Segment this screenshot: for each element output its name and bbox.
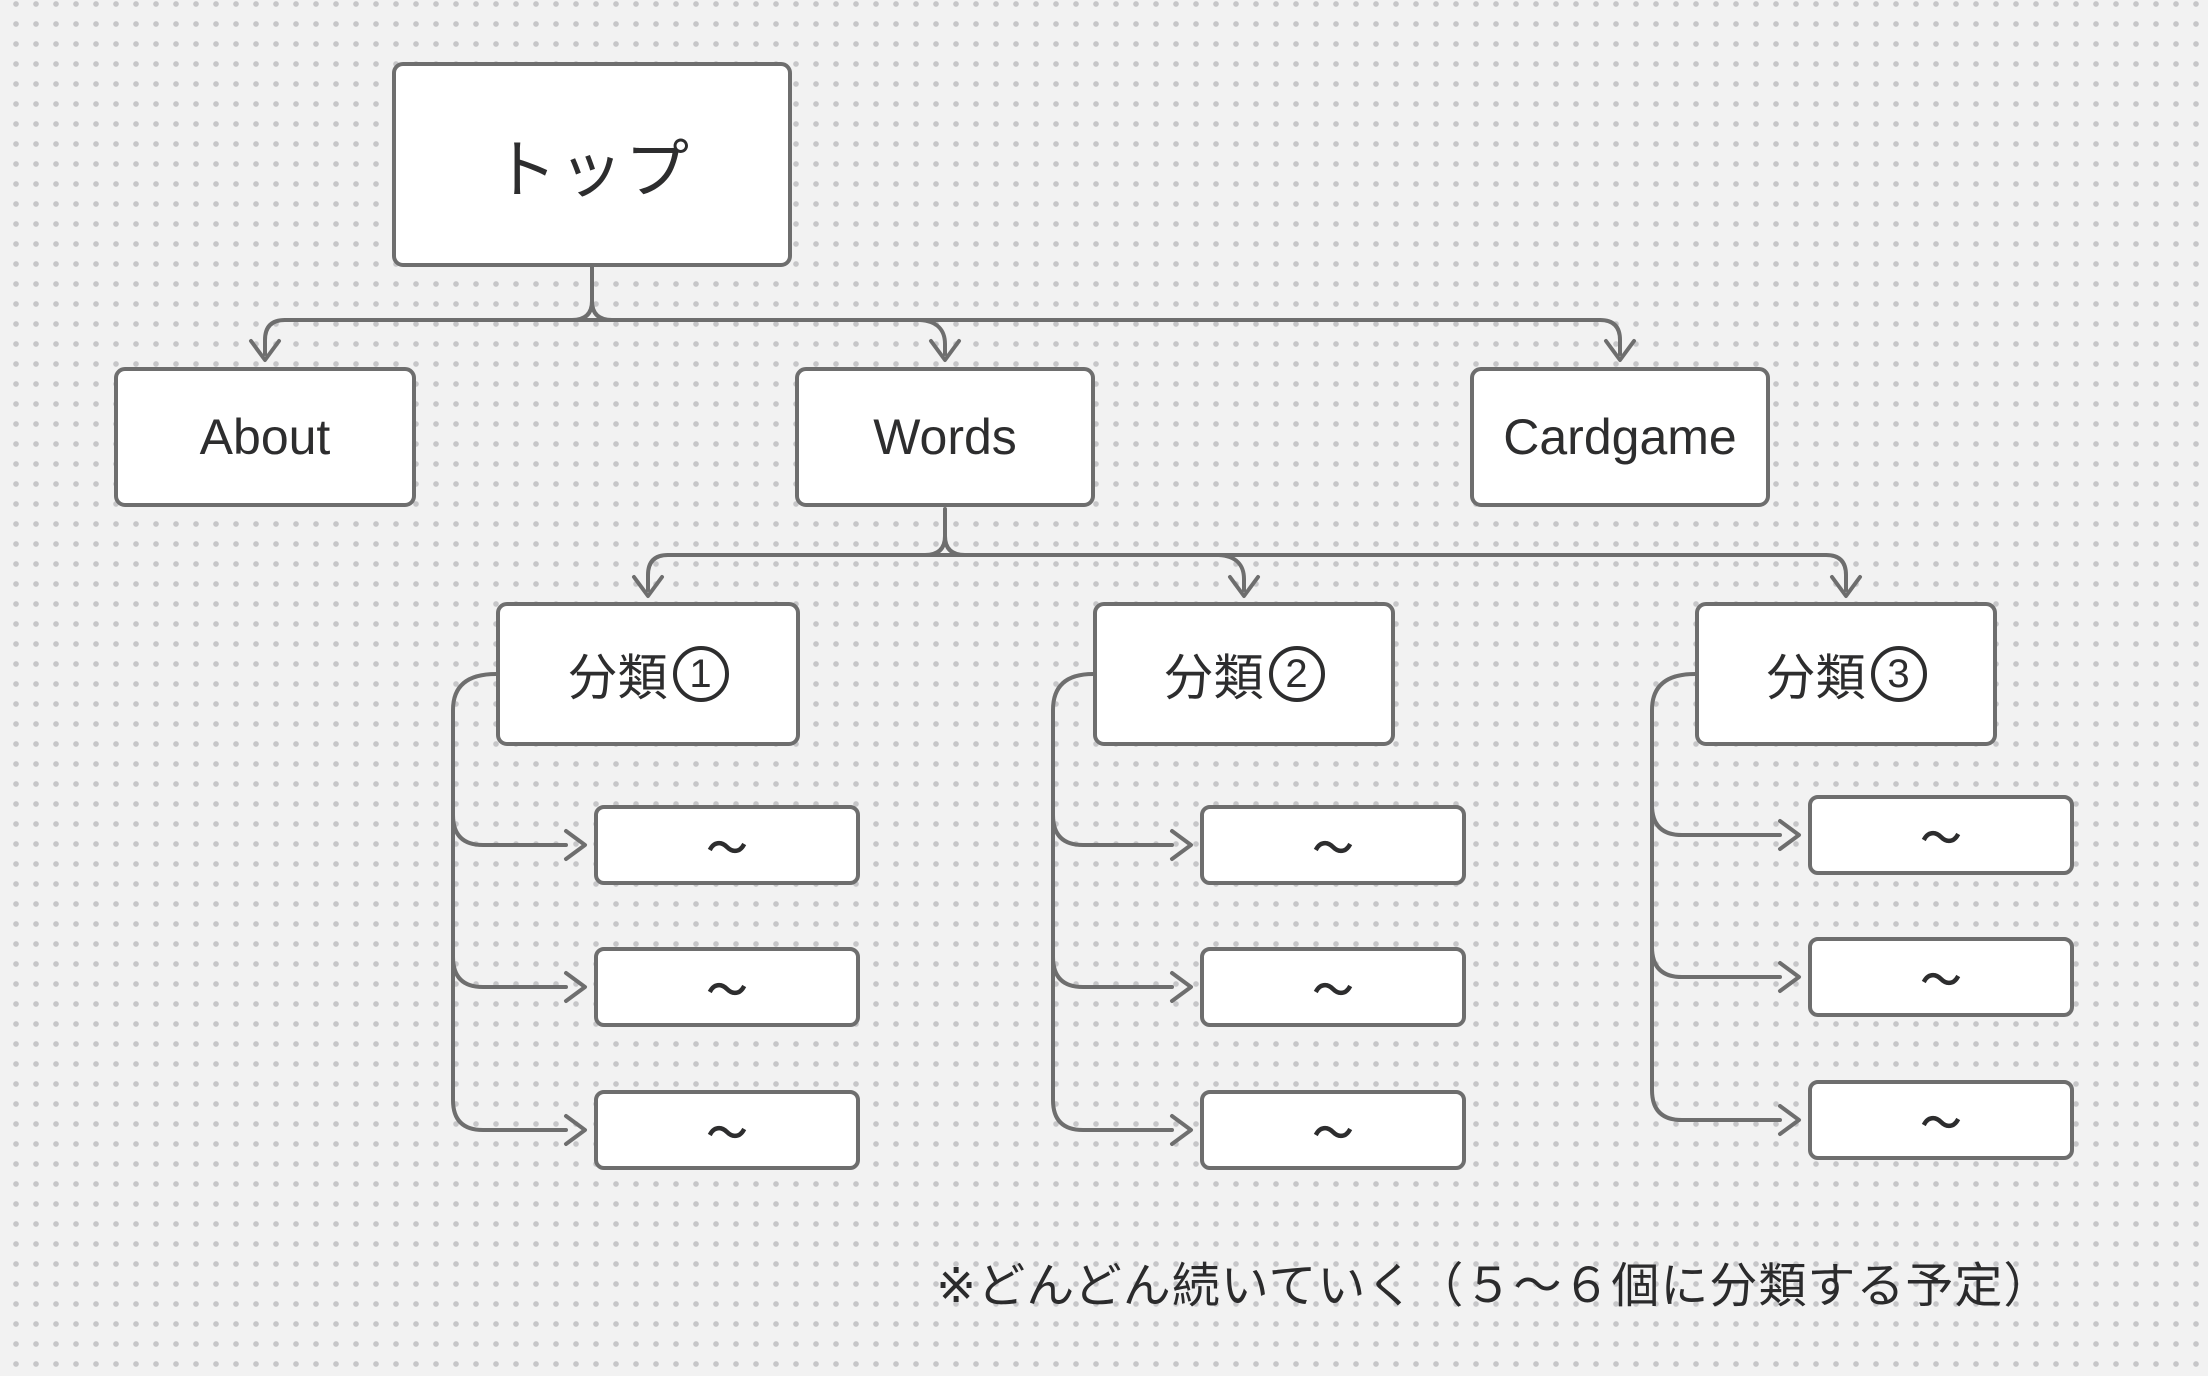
category-2-label: 分類: [1163, 650, 1264, 706]
connector-branch-cat3[interactable]: [1824, 553, 1848, 592]
leaf-label: ～: [1921, 959, 1961, 1003]
circled-number-3-icon: 3: [1870, 646, 1927, 702]
node-words[interactable]: Words: [795, 367, 1095, 507]
connector-cat1-leaf2[interactable]: [451, 955, 568, 989]
node-category-1[interactable]: 分類 1: [496, 602, 800, 746]
node-about-label: About: [199, 409, 331, 465]
category-1-label: 分類: [567, 650, 668, 706]
arrowhead-cat3: [1830, 575, 1862, 598]
arrowhead-cat2-leaf2: [1170, 971, 1193, 1003]
leaf-node-3-2[interactable]: ～: [1808, 937, 2074, 1017]
arrowhead-cat3-leaf3: [1778, 1104, 1801, 1136]
leaf-label: ～: [707, 1112, 747, 1156]
arrowhead-cat1: [632, 575, 664, 598]
arrowhead-words: [929, 339, 961, 362]
connector-branch-about[interactable]: [263, 318, 287, 356]
node-words-label: Words: [873, 409, 1017, 465]
node-top[interactable]: トップ: [392, 62, 792, 267]
leaf-node-2-2[interactable]: ～: [1200, 947, 1466, 1027]
leaf-label: ～: [1921, 817, 1961, 861]
connector-top-to-children[interactable]: [249, 265, 1636, 362]
leaf-label: ～: [1313, 827, 1353, 871]
leaf-node-1-1[interactable]: ～: [594, 805, 860, 885]
leaf-node-1-3[interactable]: ～: [594, 1090, 860, 1170]
leaf-label: ～: [1313, 1112, 1353, 1156]
leaf-label: ～: [1313, 969, 1353, 1013]
leaf-node-3-1[interactable]: ～: [1808, 795, 2074, 875]
annotation-note[interactable]: ※どんどん続いていく（５～６個に分類する予定）: [936, 1260, 2053, 1313]
arrowhead-cardgame: [1604, 339, 1636, 362]
connector-stem-words[interactable]: [923, 507, 967, 557]
connector-trunk-cat3[interactable]: [1650, 672, 1782, 1122]
connector-cat1-leaf1[interactable]: [451, 813, 568, 847]
arrowhead-cat1-leaf2: [564, 971, 587, 1003]
arrowhead-cat1-leaf1: [564, 829, 587, 861]
connector-words-to-categories[interactable]: [632, 507, 1862, 598]
connector-trunk-cat2[interactable]: [1051, 672, 1174, 1132]
connector-cat3-leaf1[interactable]: [1650, 803, 1782, 837]
leaf-label: ～: [707, 969, 747, 1013]
arrowhead-cat2: [1228, 575, 1260, 598]
arrowhead-cat2-leaf3: [1170, 1114, 1193, 1146]
connector-branch-cat2[interactable]: [1217, 553, 1246, 592]
circled-number-1-icon: 1: [672, 646, 729, 702]
connector-branch-words[interactable]: [918, 318, 947, 356]
connector-branch-cardgame[interactable]: [1598, 318, 1622, 356]
node-top-label: トップ: [493, 133, 691, 206]
connector-cat2-leaf2[interactable]: [1051, 955, 1174, 989]
node-about[interactable]: About: [114, 367, 416, 507]
leaf-label: ～: [707, 827, 747, 871]
leaf-label: ～: [1921, 1102, 1961, 1146]
circled-number-2-icon: 2: [1268, 646, 1325, 702]
node-category-2[interactable]: 分類 2: [1093, 602, 1395, 746]
node-category-3[interactable]: 分類 3: [1695, 602, 1997, 746]
arrowhead-cat3-leaf1: [1778, 819, 1801, 851]
arrowhead-cat1-leaf3: [564, 1114, 587, 1146]
arrowhead-cat2-leaf1: [1170, 829, 1193, 861]
category-3-label: 分類: [1765, 650, 1866, 706]
leaf-node-1-2[interactable]: ～: [594, 947, 860, 1027]
connector-cat2-to-leaves[interactable]: [1051, 672, 1193, 1146]
connector-stem-top[interactable]: [570, 265, 614, 322]
connector-cat1-to-leaves[interactable]: [451, 672, 587, 1146]
node-cardgame[interactable]: Cardgame: [1470, 367, 1770, 507]
leaf-node-3-3[interactable]: ～: [1808, 1080, 2074, 1160]
connector-branch-cat1[interactable]: [646, 553, 670, 592]
connector-cat3-leaf2[interactable]: [1650, 945, 1782, 979]
arrowhead-cat3-leaf2: [1778, 961, 1801, 993]
connector-cat2-leaf1[interactable]: [1051, 813, 1174, 847]
node-cardgame-label: Cardgame: [1503, 409, 1737, 465]
arrowhead-about: [249, 339, 281, 362]
leaf-node-2-1[interactable]: ～: [1200, 805, 1466, 885]
connector-trunk-cat1[interactable]: [451, 672, 568, 1132]
leaf-node-2-3[interactable]: ～: [1200, 1090, 1466, 1170]
connector-cat3-to-leaves[interactable]: [1650, 672, 1801, 1136]
